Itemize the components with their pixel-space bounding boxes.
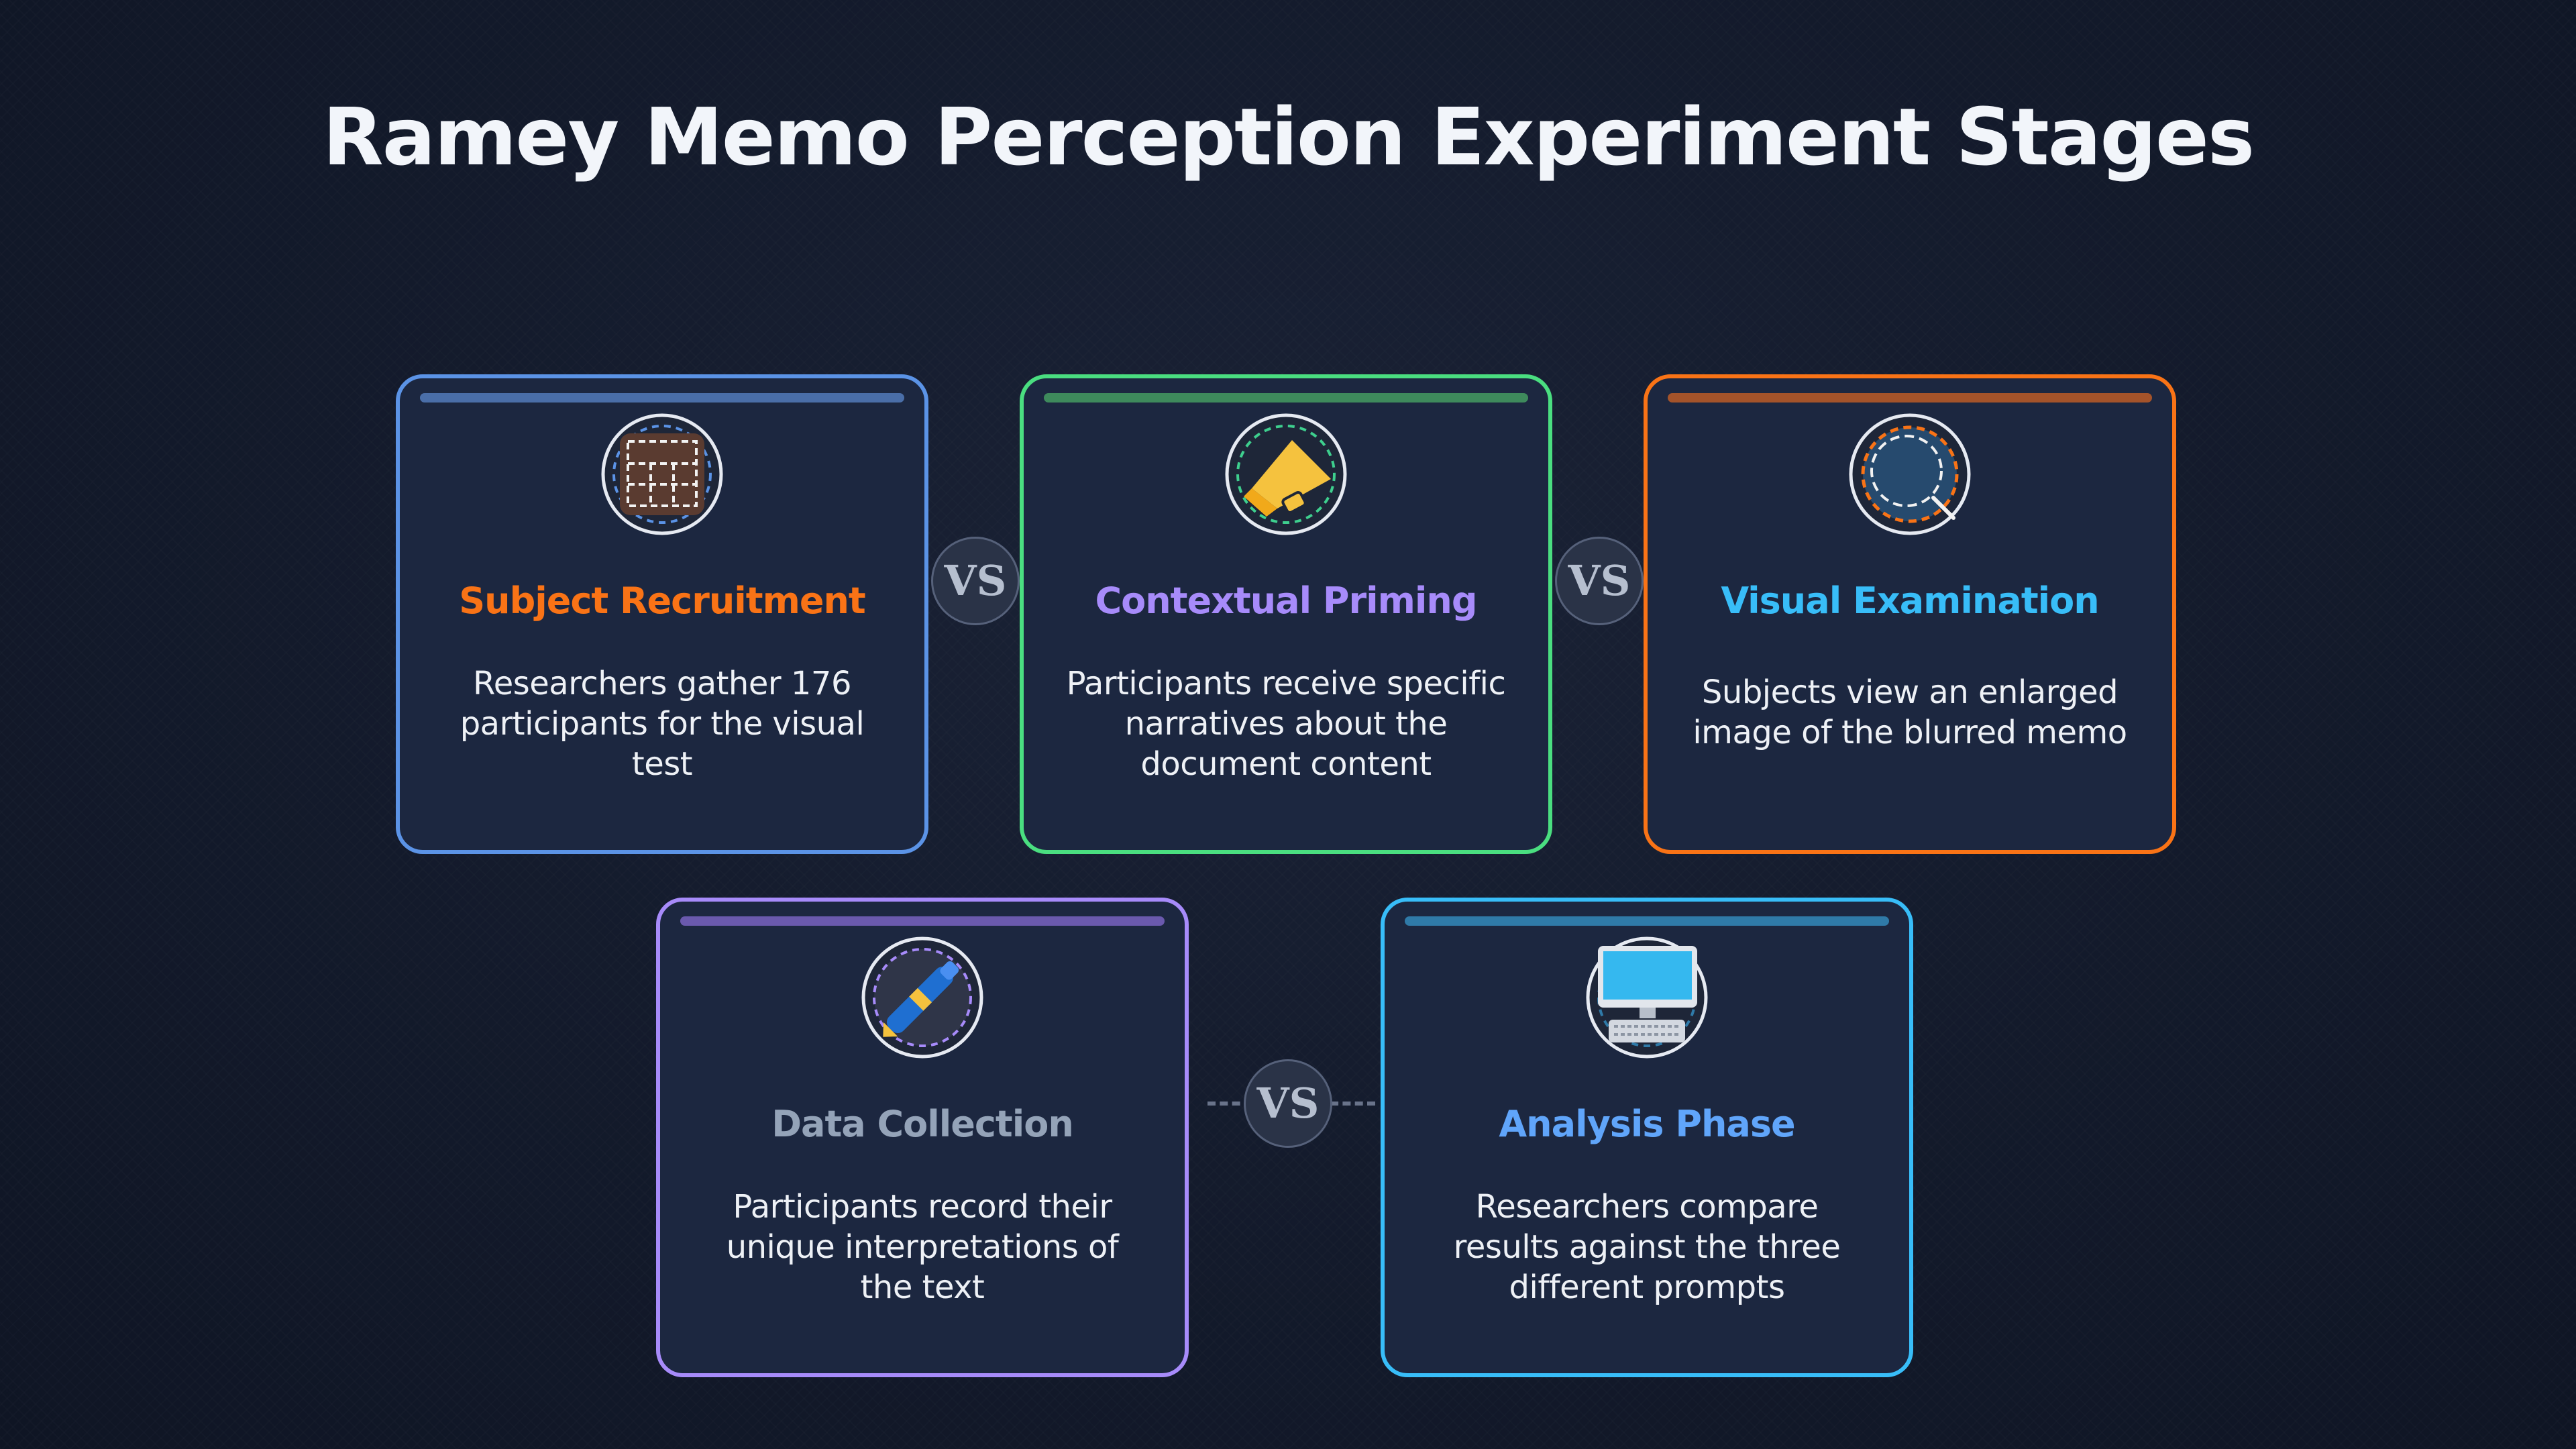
stage-card-analysis-phase: Analysis Phase Researchers compare resul… xyxy=(1381,898,1913,1377)
stage-card-visual-examination: Visual Examination Subjects view an enla… xyxy=(1644,374,2176,854)
stage-title: Contextual Priming xyxy=(1095,580,1477,622)
card-accent-bar xyxy=(420,393,904,402)
card-accent-bar xyxy=(1668,393,2152,402)
megaphone-icon xyxy=(1225,413,1347,535)
vs-connector: VS xyxy=(1244,1059,1332,1148)
stage-title: Visual Examination xyxy=(1721,580,2099,622)
stage-card-contextual-priming: Contextual Priming Participants receive … xyxy=(1020,374,1552,854)
vs-connector: VS xyxy=(931,537,1020,625)
pen-icon xyxy=(861,936,983,1059)
stage-description: Researchers gather 176 participants for … xyxy=(460,665,865,783)
card-accent-bar xyxy=(1044,393,1528,402)
stage-title: Analysis Phase xyxy=(1499,1103,1795,1145)
stage-card-data-collection: Data Collection Participants record thei… xyxy=(656,898,1189,1377)
stage-description: Participants record their unique interpr… xyxy=(726,1188,1119,1306)
card-accent-bar xyxy=(680,916,1165,926)
vs-connector: VS xyxy=(1555,537,1644,625)
stage-description: Researchers compare results against the … xyxy=(1453,1188,1841,1306)
computer-icon xyxy=(1586,936,1708,1059)
grid-icon xyxy=(601,413,723,535)
stage-title: Subject Recruitment xyxy=(459,580,866,622)
page-title: Ramey Memo Perception Experiment Stages xyxy=(322,91,2255,183)
magnifier-icon xyxy=(1849,413,1971,535)
stage-description: Subjects view an enlarged image of the b… xyxy=(1693,674,2127,751)
stage-description: Participants receive specific narratives… xyxy=(1066,665,1506,783)
stage-card-subject-recruitment: Subject Recruitment Researchers gather 1… xyxy=(396,374,928,854)
card-accent-bar xyxy=(1405,916,1889,926)
stage-title: Data Collection xyxy=(771,1103,1074,1145)
